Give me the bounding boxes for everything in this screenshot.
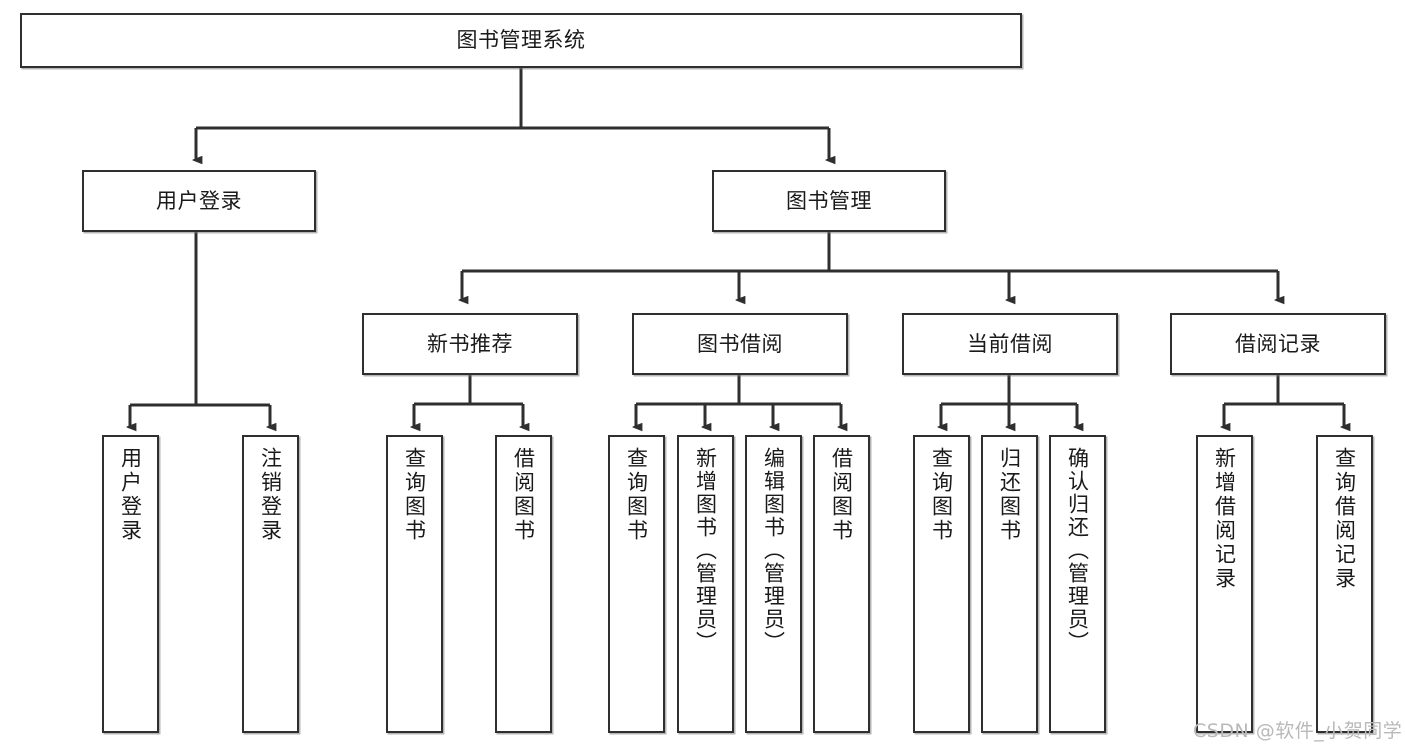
node-label: 编辑图书（管理员）	[761, 447, 786, 654]
leaf-query-book-borrow[interactable]: 查询图书	[608, 435, 665, 733]
node-root-system[interactable]: 图书管理系统	[20, 13, 1022, 68]
leaf-query-book-current[interactable]: 查询图书	[913, 435, 970, 733]
node-label: 归还图书	[997, 447, 1022, 543]
leaf-confirm-return-admin[interactable]: 确认归还（管理员）	[1049, 435, 1106, 733]
node-borrow-records[interactable]: 借阅记录	[1170, 313, 1386, 375]
leaf-add-book-admin[interactable]: 新增图书（管理员）	[677, 435, 734, 733]
node-label: 新书推荐	[427, 331, 513, 356]
node-label: 查询图书	[402, 447, 427, 543]
node-label: 用户登录	[118, 447, 143, 543]
node-label: 查询图书	[624, 447, 649, 543]
leaf-return-book[interactable]: 归还图书	[981, 435, 1038, 733]
csdn-watermark: CSDN @软件_小贺同学	[1193, 720, 1403, 742]
leaf-query-book-recommend[interactable]: 查询图书	[386, 435, 443, 733]
leaf-user-login[interactable]: 用户登录	[102, 435, 159, 733]
node-label: 借阅记录	[1235, 331, 1321, 356]
node-user-login[interactable]: 用户登录	[82, 170, 316, 232]
node-label: 注销登录	[258, 447, 283, 543]
node-label: 当前借阅	[967, 331, 1053, 356]
node-label: 图书管理	[786, 188, 872, 213]
leaf-borrow-book-recommend[interactable]: 借阅图书	[495, 435, 552, 733]
node-label: 用户登录	[156, 188, 242, 213]
leaf-borrow-book[interactable]: 借阅图书	[813, 435, 870, 733]
node-label: 新增借阅记录	[1212, 447, 1237, 591]
leaf-edit-book-admin[interactable]: 编辑图书（管理员）	[745, 435, 802, 733]
leaf-query-borrow-record[interactable]: 查询借阅记录	[1316, 435, 1373, 733]
node-label: 图书借阅	[697, 331, 783, 356]
node-label: 新增图书（管理员）	[693, 447, 718, 654]
node-current-borrow[interactable]: 当前借阅	[902, 313, 1118, 375]
node-new-book-recommend[interactable]: 新书推荐	[362, 313, 578, 375]
node-label: 借阅图书	[511, 447, 536, 543]
node-label: 确认归还（管理员）	[1065, 447, 1090, 654]
node-label: 查询图书	[929, 447, 954, 543]
node-label: 图书管理系统	[456, 28, 586, 53]
node-book-borrow[interactable]: 图书借阅	[632, 313, 848, 375]
leaf-add-borrow-record[interactable]: 新增借阅记录	[1196, 435, 1253, 733]
leaf-logout[interactable]: 注销登录	[242, 435, 299, 733]
node-label: 查询借阅记录	[1332, 447, 1357, 591]
node-label: 借阅图书	[829, 447, 854, 543]
node-book-management[interactable]: 图书管理	[712, 170, 946, 232]
